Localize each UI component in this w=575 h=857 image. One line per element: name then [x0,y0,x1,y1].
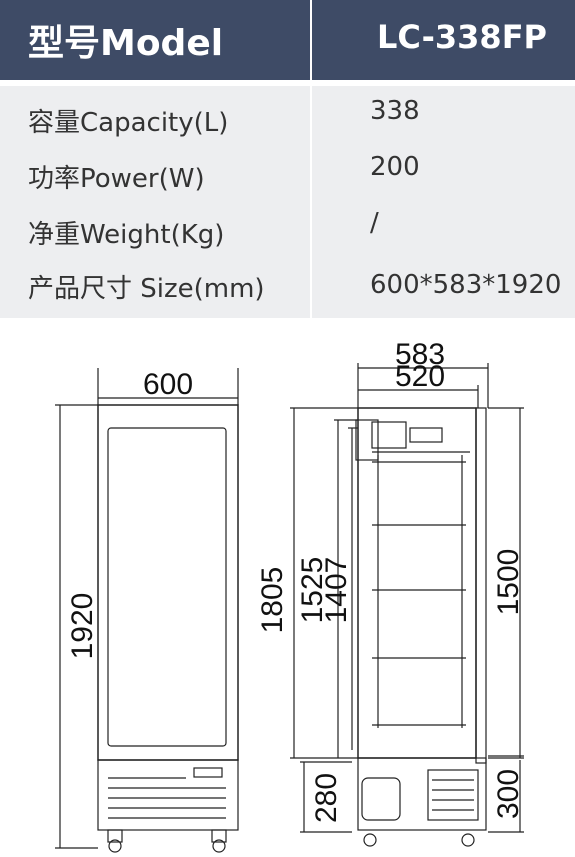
spec-label: 产品尺寸 Size(mm) [28,274,265,304]
spec-label: 净重Weight(Kg) [28,220,225,250]
dim-side-depth-inner: 520 [395,360,445,393]
dimension-drawing: 600 1920 583 520 1805 1525 1407 1500 280… [55,338,525,853]
dim-height-1805: 1805 [256,567,289,634]
spec-table: 容量Capacity(L) 338 功率Power(W) 200 净重Weigh… [0,86,575,318]
spec-row-power: 功率Power(W) 200 [0,146,575,200]
header-divider [310,0,312,80]
spec-value: 338 [370,96,420,126]
spec-header: 型号Model LC-338FP [0,0,575,80]
model-label: 型号Model [28,23,224,64]
dim-height-1407: 1407 [320,557,353,624]
spec-value: 600*583*1920 [370,270,562,300]
dim-side-depth-total: 583 [395,338,445,371]
spec-row-weight: 净重Weight(Kg) / [0,202,575,256]
spec-divider [310,86,312,318]
dim-front-height: 1920 [66,593,99,660]
spec-label: 功率Power(W) [28,164,205,194]
dim-base-300: 300 [492,769,525,819]
spec-row-size: 产品尺寸 Size(mm) 600*583*1920 [0,256,575,310]
spec-row-capacity: 容量Capacity(L) 338 [0,90,575,144]
dim-height-1500: 1500 [492,549,525,616]
spec-value: / [370,208,379,238]
dim-front-width: 600 [143,368,193,401]
dim-base-280: 280 [310,773,343,823]
model-number: LC-338FP [377,18,547,56]
spec-value: 200 [370,152,420,182]
dim-height-1525: 1525 [296,557,329,624]
spec-label: 容量Capacity(L) [28,108,229,138]
